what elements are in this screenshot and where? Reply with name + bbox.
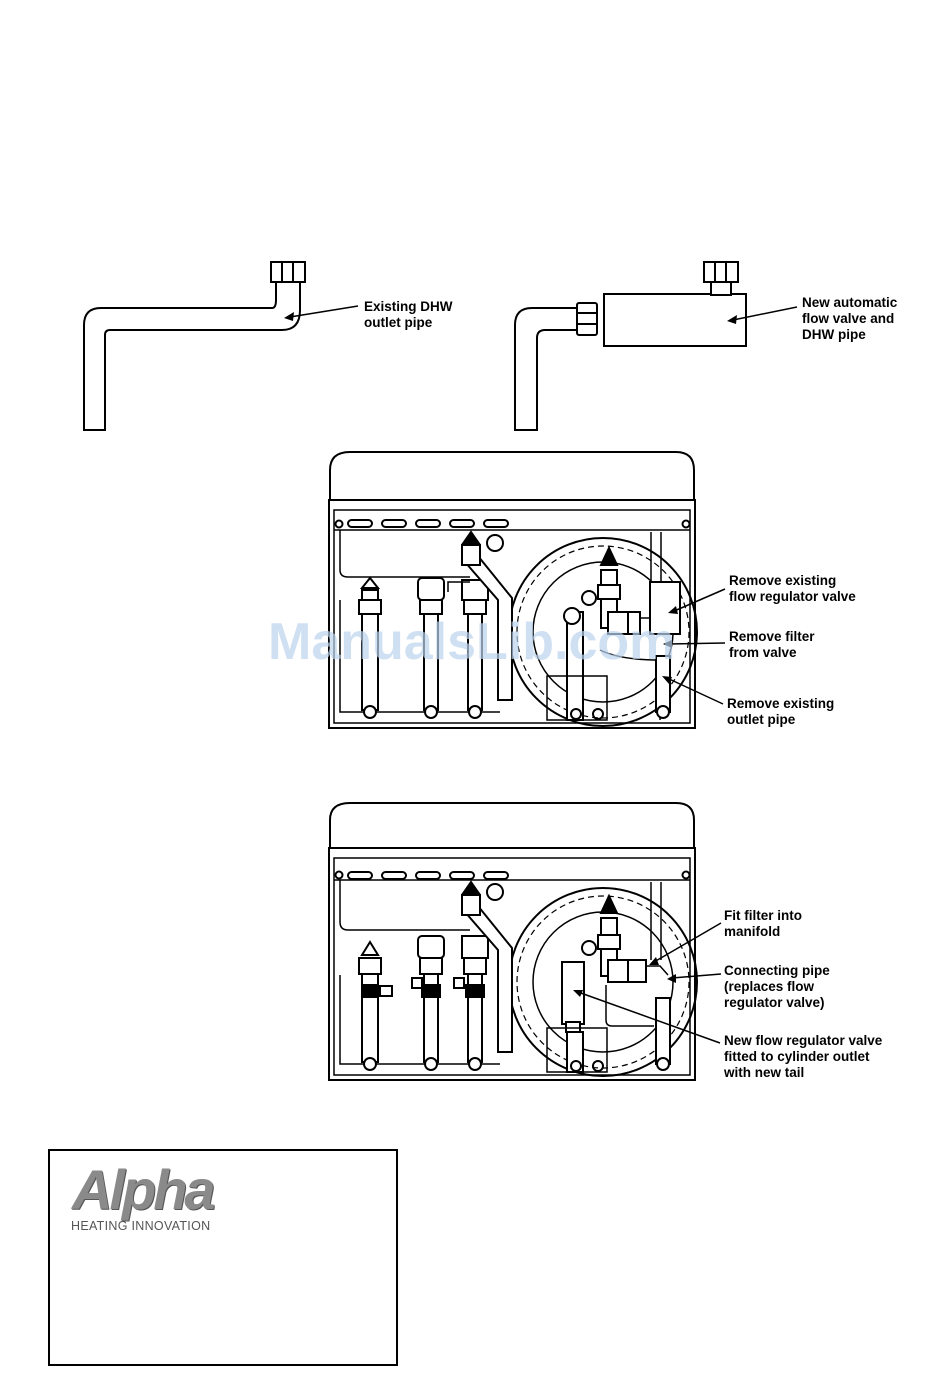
label-line: manifold [724,924,781,939]
label-line: DHW pipe [802,327,866,342]
label-remove-outlet-pipe: Remove existing outlet pipe [727,696,834,728]
label-line: from valve [729,645,797,660]
boiler-view-before [328,451,698,729]
label-remove-filter: Remove filter from valve [729,629,815,661]
existing-dhw-leader [289,305,359,318]
label-line: outlet pipe [364,315,433,330]
label-line: Existing DHW [364,299,453,314]
label-new-flow-regulator-valve: New flow regulator valve fitted to cylin… [724,1033,882,1081]
boiler-view-after [328,802,698,1081]
logo-panel: Alpha HEATING INNOVATION [48,1149,398,1366]
label-new-automatic-flow-valve: New automatic flow valve and DHW pipe [802,295,897,343]
brand-tagline: HEATING INNOVATION [71,1219,211,1233]
label-line: Remove existing [729,573,837,588]
label-line: New flow regulator valve [724,1033,883,1048]
label-line: Fit filter into [724,908,802,923]
existing-dhw-pipe [83,261,306,431]
label-fit-filter: Fit filter into manifold [724,908,802,940]
label-existing-dhw-outlet-pipe: Existing DHW outlet pipe [364,299,453,331]
label-line: outlet pipe [727,712,796,727]
watermark: ManualsLib.com [268,613,676,671]
label-connecting-pipe: Connecting pipe (replaces flow regulator… [724,963,830,1011]
new-valve-leader [732,306,798,321]
label-remove-flow-regulator-valve: Remove existing flow regulator valve [729,573,856,605]
label-line: flow regulator valve [729,589,856,604]
label-line: regulator valve) [724,995,825,1010]
brand-logo: Alpha [72,1158,216,1221]
label-line: New automatic [802,295,898,310]
label-line: Remove existing [727,696,835,711]
label-line: flow valve and [802,311,895,326]
label-line: with new tail [724,1065,805,1080]
label-line: (replaces flow [724,979,815,994]
label-line: Remove filter [729,629,815,644]
label-line: fitted to cylinder outlet [724,1049,870,1064]
label-line: Connecting pipe [724,963,830,978]
new-flow-valve-pipe [514,261,747,431]
